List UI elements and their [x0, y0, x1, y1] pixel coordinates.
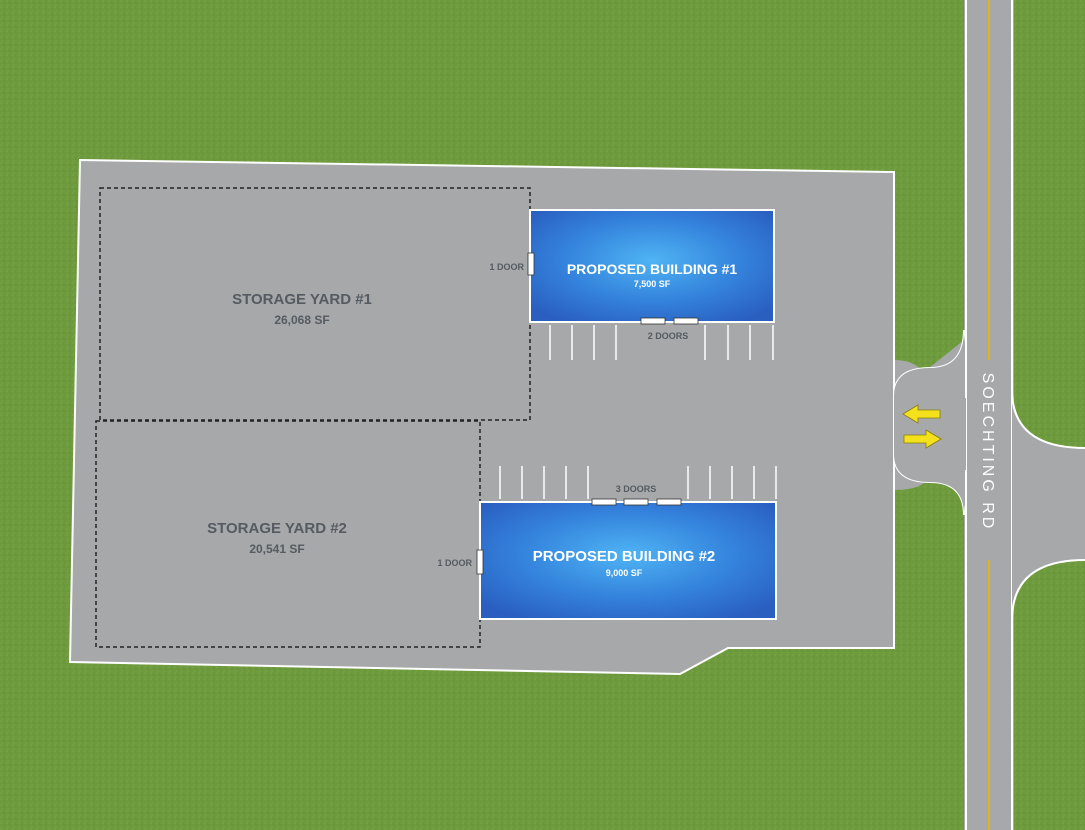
b1-front-door-label: 2 DOORS	[648, 331, 689, 341]
b2-side-door-label: 1 DOOR	[437, 558, 472, 568]
building-2-area-label: 9,000 SF	[606, 568, 643, 578]
b1-front-door-a	[640, 317, 666, 325]
b2-front-door-label: 3 DOORS	[616, 484, 657, 494]
entrance-arrows	[902, 404, 942, 449]
building-1-title: PROPOSED BUILDING #1	[567, 261, 738, 277]
parking-stalls-1	[549, 325, 774, 360]
building-2-title: PROPOSED BUILDING #2	[533, 548, 716, 565]
b2-front-door-c	[656, 498, 682, 506]
storage-yard-1-title: STORAGE YARD #1	[232, 291, 372, 308]
proposed-building-2	[479, 501, 777, 620]
b1-side-door-label: 1 DOOR	[489, 262, 524, 272]
door-markers	[476, 252, 699, 575]
b1-front-door-b	[673, 317, 699, 325]
storage-yard-2-title: STORAGE YARD #2	[207, 520, 347, 537]
proposed-building-1	[529, 209, 775, 323]
storage-yard-2-area-label: 20,541 SF	[249, 542, 304, 556]
entry-arrow-icon	[903, 429, 942, 449]
b1-side-door	[527, 252, 535, 276]
building-1-area-label: 7,500 SF	[634, 279, 671, 289]
b2-front-door-b	[623, 498, 649, 506]
exit-arrow-icon	[902, 404, 941, 424]
b2-front-door-a	[591, 498, 617, 506]
parking-stalls-2	[499, 466, 777, 499]
road-name-label: SOECHTING RD	[979, 373, 996, 532]
storage-yard-1-area-label: 26,068 SF	[274, 313, 329, 327]
b2-side-door	[476, 549, 484, 575]
